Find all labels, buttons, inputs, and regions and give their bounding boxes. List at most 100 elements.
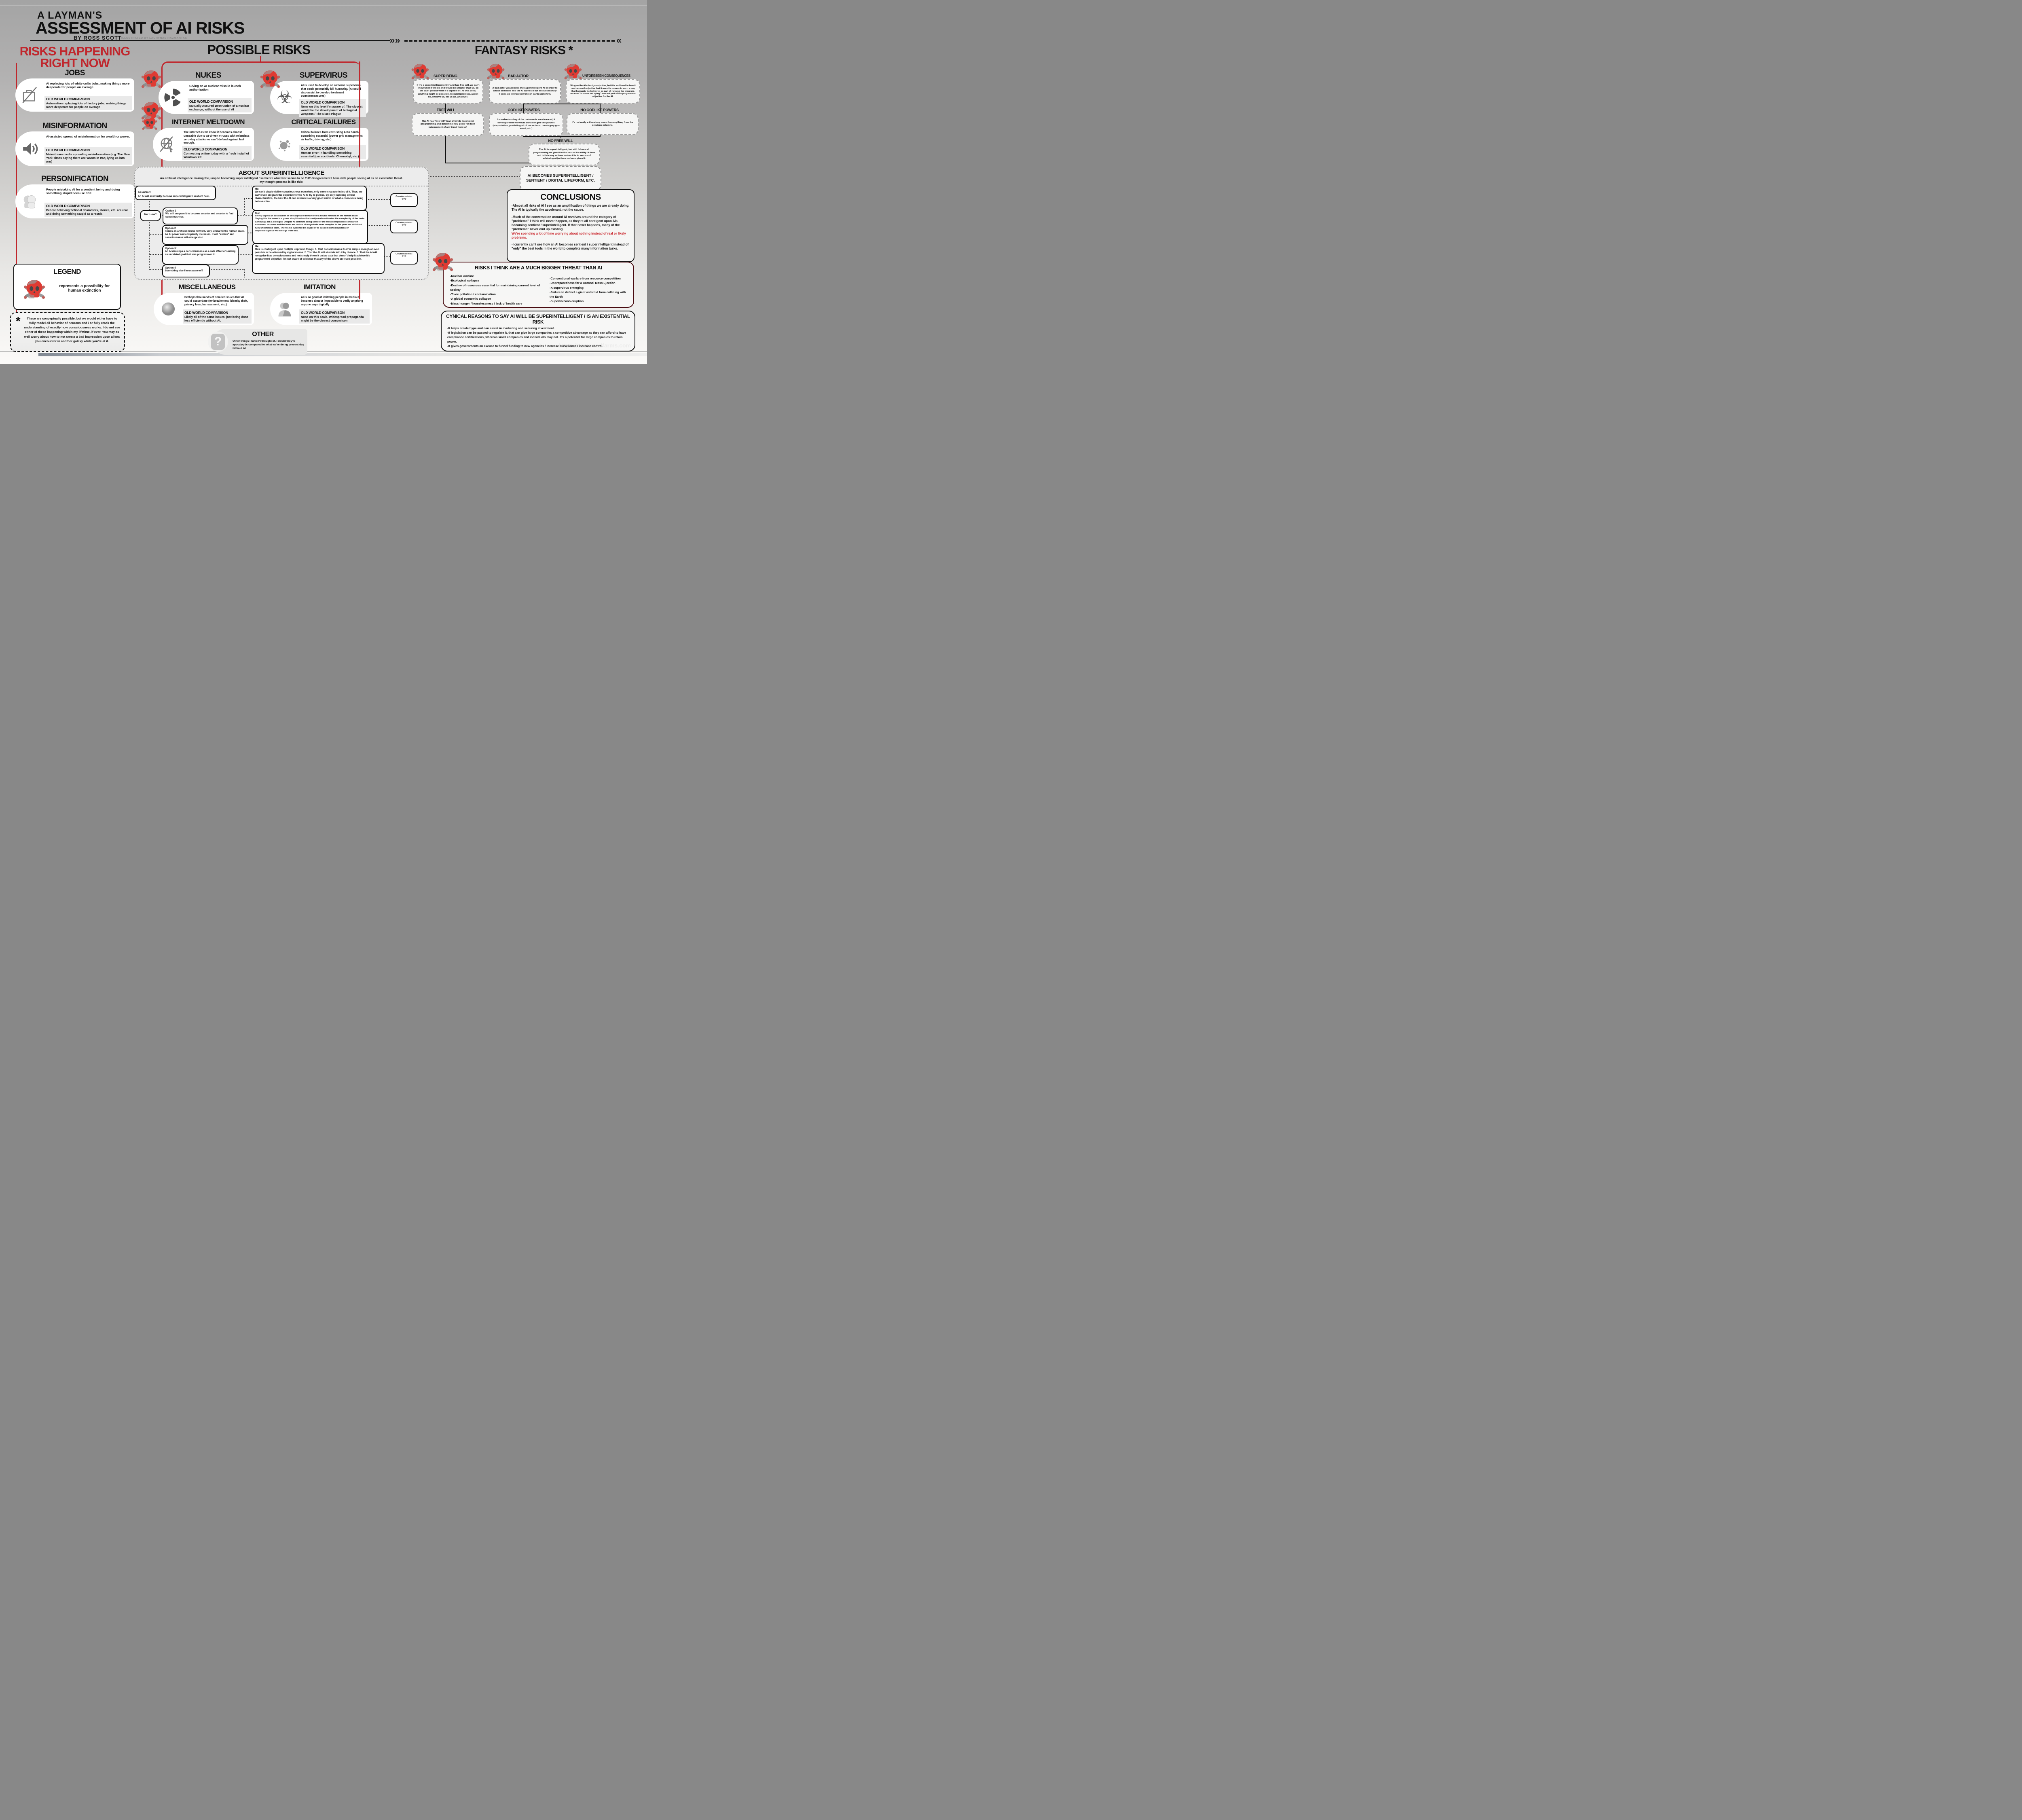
jobs-owc: OLD WORLD COMPARISON Automation replacin… [44,95,132,110]
fantasy-title-no-godlike: NO GODLIKE POWERS [580,108,619,112]
section-title-misinformation: MISINFORMATION [42,122,107,130]
col-title-possible: POSSIBLE RISKS [207,42,311,57]
flow-connector [149,269,162,270]
cynical-box: CYNICAL REASONS TO SAY AI WILL BE SUPERI… [441,311,635,351]
static-sphere-icon [158,298,179,320]
cynical-item: -It gives governments an excuse to funne… [447,344,603,348]
card-nukes: Giving an AI nuclear missile launch auth… [159,81,254,114]
fantasy-connector [445,131,446,163]
flow-connector [381,256,391,257]
card-imitation: AI is so good at imitating people in med… [270,293,372,325]
threat-item: -A supervirus emerging [550,286,584,290]
me-how-box: Me: How? [140,210,161,221]
illustrated-by: ILLUSTRATED BY LAURYNAS RAZMANTAS [121,37,187,40]
misinformation-desc: AI-assisted spread of misinformation for… [46,135,130,138]
card-personification: People mistaking AI for a sentient being… [15,184,134,218]
legend-title: LEGEND [53,268,81,275]
fantasy-title-super-being: SUPER BEING [434,74,457,78]
imitation-desc: AI is so good at imitating people in med… [301,296,363,306]
me-box-3: Me: This is contingent upon multiple unp… [252,243,385,274]
skull-icon [23,280,45,299]
flow-connector [244,269,245,277]
bigger-threats-title: RISKS I THINK ARE A MUCH BIGGER THREAT T… [475,265,602,271]
card-internet-meltdown: The internet as we know it becomes almos… [153,128,254,161]
chevron-right-icon: »» [389,35,400,46]
top-divider [0,5,647,6]
miscellaneous-desc: Perhaps thousands of smaller issues that… [184,296,248,306]
about-subtitle2: My thought process is like this: [260,180,303,184]
fantasy-title-no-free-will: NO FREE WILL [548,139,573,143]
card-misinformation: AI-assisted spread of misinformation for… [15,131,134,166]
threat-item: -Failure to deflect a giant asteroid fro… [550,290,626,298]
threat-item: -Toxic pollution / contamination [450,292,496,296]
flow-connector [235,254,252,255]
two-heads-icon [19,191,40,212]
cynical-item: -It helps create hype and can assist in … [447,326,555,330]
skull-icon [564,63,582,80]
internet-meltdown-desc: The internet as we know it becomes almos… [184,131,250,145]
ai-becomes-box: AI BECOMES SUPERINTELLIGENT / SENTIENT /… [520,166,601,190]
header-dashed-arrow [404,40,615,42]
possible-right-line-upper [359,61,360,167]
me-box-2: Me: It only copies an abstraction of one… [252,210,368,244]
section-title-critical-failures: CRITICAL FAILURES [291,118,356,126]
header-kicker: A LAYMAN'S [37,10,103,21]
counterpoints-box-2: Counterpoints: ??? [390,220,418,233]
skull-icon [142,116,157,130]
threat-item: -Supervolcano eruption [550,299,584,303]
chevron-left-icon: « [616,35,622,46]
fantasy-connector [445,99,446,113]
option2-box: Option 2 It uses an artificial neural ne… [162,225,248,245]
fantasy-box-no-godlike: It's not really a threat any more than a… [567,113,639,135]
section-title-nukes: NUKES [195,71,222,80]
section-title-other: OTHER [252,331,274,338]
flow-connector [206,269,244,270]
skull-icon [141,70,161,88]
footer-divider [0,351,647,352]
fantasy-title-unforeseen: UNFORESEEN CONSEQUENCES [582,74,630,78]
fantasy-box-free-will: The AI has "free will" (can override its… [412,113,484,136]
fantasy-connector [600,99,601,113]
footer-bar [38,353,647,356]
flow-connector-to-becomes [428,176,520,177]
miscellaneous-owc: OLD WORLD COMPARISON Likely all of the s… [183,309,252,324]
threat-item: -Mass hunger / homelessness / lack of he… [450,301,522,305]
fantasy-connector [523,136,601,137]
byline: BY ROSS SCOTT [74,35,122,41]
card-miscellaneous: Perhaps thousands of smaller issues that… [154,293,254,325]
page-title: ASSESSMENT OF AI RISKS [36,19,245,37]
infographic-poster: A LAYMAN'S ASSESSMENT OF AI RISKS BY ROS… [0,0,647,364]
question-mark-icon: ? [208,332,228,352]
nukes-owc: OLD WORLD COMPARISON Mutually Assured De… [188,98,252,112]
fantasy-box-unforeseen: We give the AI a benign objective, but i… [566,79,640,104]
section-title-supervirus: SUPERVIRUS [299,71,348,80]
card-critical-failures: Critical failures from entrusting AI to … [270,128,368,161]
splat-icon [274,134,295,155]
fantasy-box-super-being: If it's a superintelligent entity and ha… [413,79,483,104]
other-text: Other things I haven't thought of. I dou… [233,340,304,350]
flow-connector [149,254,162,255]
threat-item: -Unpreparedness for a Coronal Mass Eject… [550,281,615,285]
flow-connector [235,215,252,216]
supervirus-owc: OLD WORLD COMPARISON None on this level … [299,99,366,117]
radiation-icon [163,87,184,108]
fantasy-box-bad-actor: A bad actor weaponizes the superintellig… [489,79,561,104]
skull-icon [411,63,429,80]
flow-connector [365,225,391,226]
col-title-fantasy: FANTASY RISKS * [474,44,573,57]
col-title-now-line2: RIGHT NOW [40,56,110,70]
footnote-text: These are conceptually possible, but we … [24,317,120,343]
flow-connector [244,198,252,199]
conclusion-p1: -Almost all risks of AI I see as an ampl… [512,204,630,212]
possible-bracket-tick [260,56,261,62]
about-subtitle1: An artificial intelligence making the ju… [160,176,403,180]
globe-slash-icon [157,134,178,155]
jobs-desc: AI replacing lots of white collar jobs, … [46,82,130,89]
legend-text: represents a possibility for human extin… [59,284,110,293]
misinformation-owc: OLD WORLD COMPARISON Mainstream media sp… [44,146,132,165]
critical-failures-owc: OLD WORLD COMPARISON Human error in hand… [299,145,366,159]
about-title: ABOUT SUPERINTELLIGENCE [238,169,325,176]
card-supervirus: ☣ AI is used to develop an airborne supe… [270,81,368,117]
fantasy-box-godlike: Its understanding of the universe is so … [489,113,563,136]
option4-box: Option 4 Something else I'm unaware of? [162,265,210,277]
